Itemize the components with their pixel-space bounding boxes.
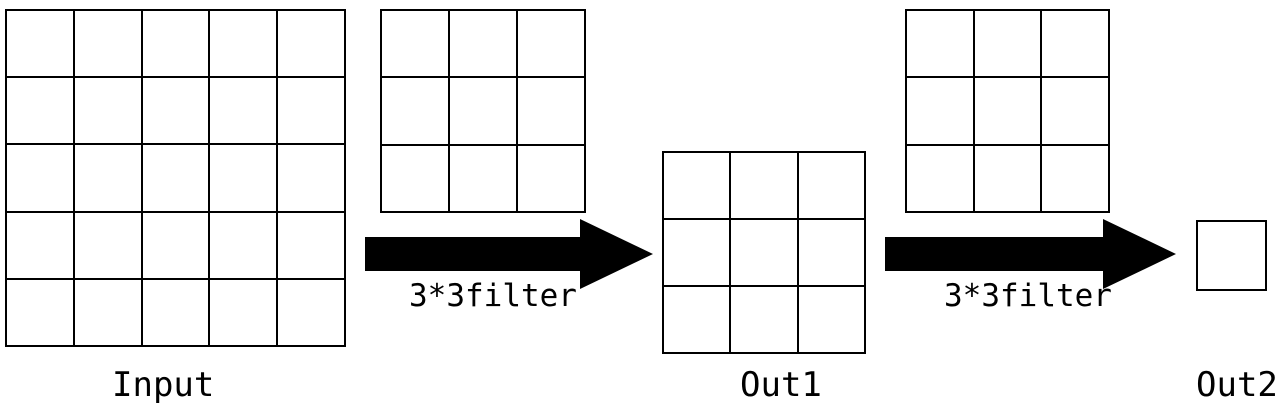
input-label: Input <box>112 365 215 405</box>
grid-cell <box>662 218 732 287</box>
grid-cell <box>140 277 211 347</box>
filter2-label: 3*3filter <box>944 278 1112 314</box>
grid-cell <box>448 143 518 213</box>
grid-cell <box>5 277 75 347</box>
grid-cell <box>729 218 799 287</box>
grid-cell <box>5 143 75 213</box>
grid-cell <box>972 9 1043 79</box>
grid-cell <box>905 76 975 146</box>
grid-cell <box>380 76 450 146</box>
out2-label: Out2 <box>1196 365 1278 405</box>
grid-cell <box>72 76 143 146</box>
grid-cell <box>662 151 732 220</box>
grid-cell <box>796 151 866 220</box>
grid-cell <box>516 143 586 213</box>
grid-cell <box>208 9 279 79</box>
grid-cell <box>276 277 346 347</box>
grid-cell <box>5 76 75 146</box>
grid-cell <box>796 285 866 354</box>
grid-cell <box>516 76 586 146</box>
grid-cell <box>276 210 346 280</box>
grid-cell <box>972 76 1043 146</box>
grid-cell <box>448 9 518 79</box>
grid-cell <box>72 143 143 213</box>
grid-cell <box>905 9 975 79</box>
grid-cell <box>5 210 75 280</box>
filter1-label: 3*3filter <box>409 278 577 314</box>
filter1-matrix-grid <box>380 9 586 213</box>
grid-cell <box>796 218 866 287</box>
grid-cell <box>208 76 279 146</box>
arrow-right-icon-1 <box>365 219 653 289</box>
grid-cell <box>276 9 346 79</box>
grid-cell <box>972 143 1043 213</box>
grid-cell <box>276 143 346 213</box>
grid-cell <box>208 143 279 213</box>
grid-cell <box>380 143 450 213</box>
grid-cell <box>448 76 518 146</box>
grid-cell <box>1040 76 1110 146</box>
grid-cell <box>905 143 975 213</box>
grid-cell <box>72 210 143 280</box>
grid-cell <box>72 277 143 347</box>
grid-cell <box>1040 9 1110 79</box>
grid-cell <box>276 76 346 146</box>
grid-cell <box>208 210 279 280</box>
grid-cell <box>662 285 732 354</box>
out1-label: Out1 <box>740 365 822 405</box>
input-matrix-grid <box>5 9 346 347</box>
out1-matrix-grid <box>662 151 866 354</box>
grid-cell <box>140 9 211 79</box>
grid-cell <box>516 9 586 79</box>
grid-cell <box>5 9 75 79</box>
grid-cell <box>729 285 799 354</box>
grid-cell <box>1040 143 1110 213</box>
arrow-right-icon-2 <box>885 219 1176 289</box>
grid-cell <box>380 9 450 79</box>
grid-cell <box>208 277 279 347</box>
grid-cell <box>1196 220 1267 291</box>
grid-cell <box>140 210 211 280</box>
grid-cell <box>729 151 799 220</box>
out2-matrix-grid <box>1196 220 1267 291</box>
grid-cell <box>140 76 211 146</box>
grid-cell <box>72 9 143 79</box>
filter2-matrix-grid <box>905 9 1110 213</box>
grid-cell <box>140 143 211 213</box>
